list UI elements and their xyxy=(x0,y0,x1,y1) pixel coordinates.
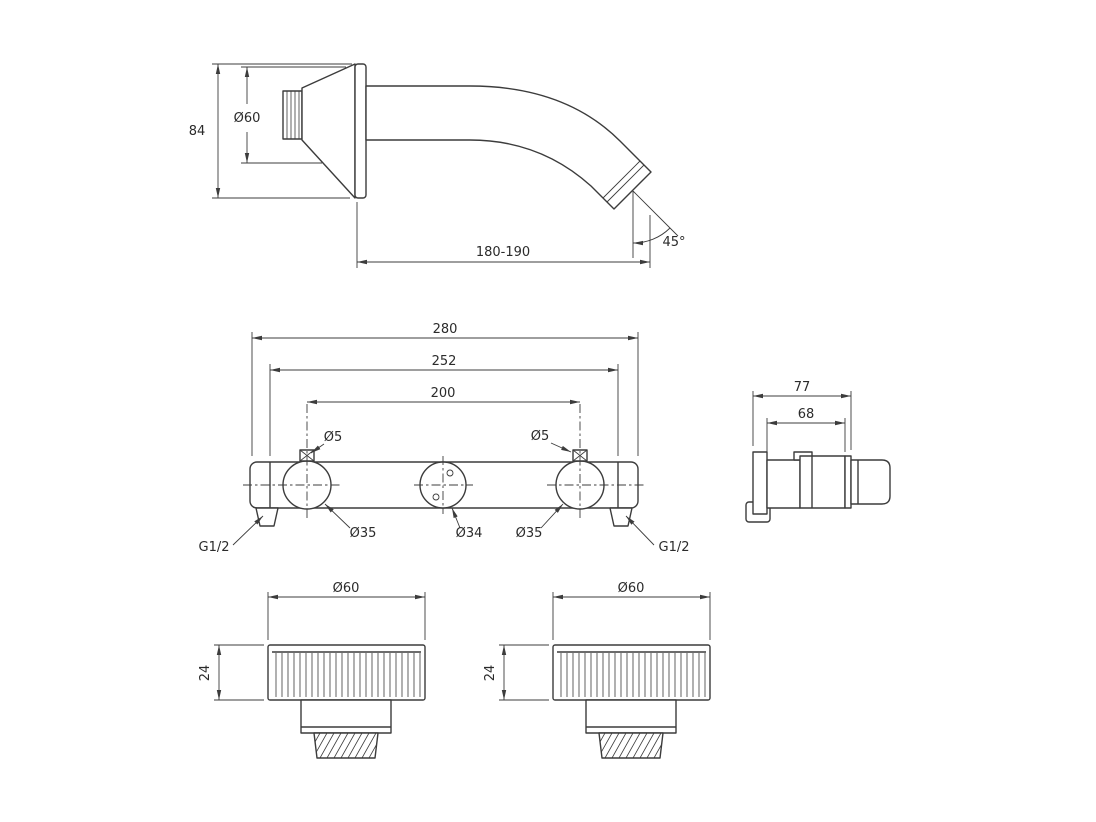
left-handle-24-label: 24 xyxy=(198,665,213,682)
left-valve-label: Ø35 xyxy=(350,526,377,541)
dim-280-label: 280 xyxy=(433,322,458,337)
right-handle-knurl-body xyxy=(552,644,711,701)
angle-arc xyxy=(632,227,671,246)
dim-77-extensions xyxy=(752,391,852,450)
valve-cylinder xyxy=(799,455,846,509)
left-handle-knurling xyxy=(275,653,421,697)
right-handle-thread-hatch xyxy=(599,733,663,758)
spout-aerator-lines xyxy=(602,160,645,203)
manifold-centerlines xyxy=(243,404,646,520)
dim-68-label: 68 xyxy=(798,407,815,422)
center-screw-hole-top xyxy=(446,469,454,477)
right-thread-label: G1/2 xyxy=(659,540,690,555)
valve-wall-plate xyxy=(752,451,768,515)
spout-side-view: 84 Ø60 180-190 45° xyxy=(189,63,686,268)
left-valve-leader xyxy=(324,503,351,529)
dim-reach-extensions xyxy=(356,202,651,268)
right-handle-24-label: 24 xyxy=(483,665,498,682)
dim-reach-label: 180-190 xyxy=(476,245,530,260)
spout-flange-rim xyxy=(354,63,367,199)
dim-d60-label: Ø60 xyxy=(234,111,261,126)
left-screw-leader xyxy=(310,443,325,454)
angle-reference-lines xyxy=(632,190,679,258)
left-thread-label: G1/2 xyxy=(199,540,230,555)
right-handle-knurling xyxy=(560,653,706,697)
left-handle-thread xyxy=(313,732,379,759)
manifold-front-view: 280 252 200 Ø5 Ø5 Ø35 Ø35 Ø34 G1/2 G1/2 xyxy=(199,322,690,555)
dim-84-extensions xyxy=(212,63,352,199)
dim-252-extensions xyxy=(269,364,619,456)
right-screw-label: Ø5 xyxy=(531,429,550,444)
right-inlet-stub xyxy=(609,507,633,527)
valve-side-view: 77 68 xyxy=(745,380,891,523)
spout-tube-outline xyxy=(365,85,652,210)
right-set-screw-cross xyxy=(572,449,588,462)
center-screw-hole-bottom xyxy=(432,493,440,501)
left-inlet-stub xyxy=(255,507,279,527)
left-handle-stem xyxy=(300,699,392,734)
left-screw-label: Ø5 xyxy=(324,430,343,445)
left-handle-view: Ø60 24 xyxy=(198,581,426,759)
dim-d60-extensions xyxy=(241,66,346,164)
right-valve-leader xyxy=(540,503,564,529)
dim-200-label: 200 xyxy=(431,386,456,401)
right-valve-circle xyxy=(555,460,605,510)
right-handle-view: Ø60 24 xyxy=(483,581,711,759)
center-outlet-leader xyxy=(451,507,461,529)
valve-handle xyxy=(850,459,891,505)
right-valve-label: Ø35 xyxy=(516,526,543,541)
dim-84-label: 84 xyxy=(189,124,206,139)
right-handle-thread xyxy=(598,732,664,759)
center-outlet-label: Ø34 xyxy=(456,526,483,541)
right-thread-leader xyxy=(625,515,655,546)
valve-ring xyxy=(844,455,852,509)
right-handle-d60-extensions xyxy=(552,592,711,640)
left-handle-d60-label: Ø60 xyxy=(333,581,360,596)
dim-77-label: 77 xyxy=(794,380,811,395)
right-handle-24-extensions xyxy=(499,644,549,701)
left-handle-24-extensions xyxy=(214,644,264,701)
spout-wall-thread-hatch xyxy=(286,91,300,139)
left-handle-knurl-body xyxy=(267,644,426,701)
right-handle-stem xyxy=(585,699,677,734)
left-thread-leader xyxy=(232,515,264,546)
dim-280-extensions xyxy=(251,332,639,456)
spout-flange-cone xyxy=(301,63,356,199)
left-handle-thread-hatch xyxy=(314,733,378,758)
right-screw-leader xyxy=(550,442,572,453)
angle-label: 45° xyxy=(662,235,685,250)
right-handle-d60-label: Ø60 xyxy=(618,581,645,596)
dim-252-label: 252 xyxy=(432,354,457,369)
valve-body xyxy=(766,459,801,509)
left-handle-d60-extensions xyxy=(267,592,426,640)
